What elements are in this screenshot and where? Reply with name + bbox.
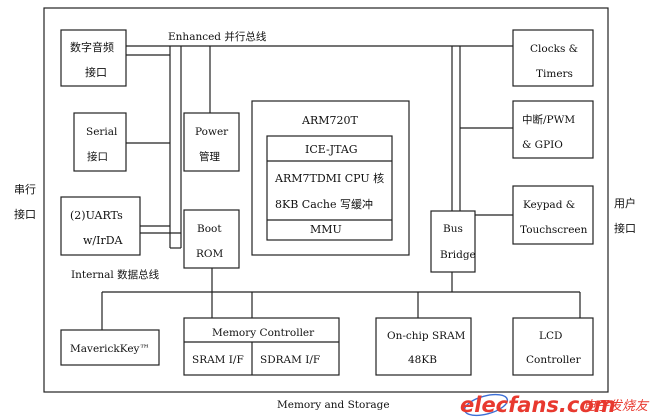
bus-bridge-block: Bus Bridge	[430, 210, 476, 273]
elecfans-watermark: elecfans.com 电子发烧友	[460, 393, 650, 417]
digital-audio-label-1: 数字音频	[70, 40, 114, 54]
serial-block: Serial 接口	[73, 112, 127, 172]
ice-jtag-label: ICE-JTAG	[305, 143, 358, 156]
power-label-2: 管理	[199, 150, 220, 163]
mmu-label: MMU	[310, 223, 342, 236]
lcd-label-2: Controller	[526, 354, 582, 366]
lcd-controller-block: LCD Controller	[512, 317, 594, 376]
serial-label-1: Serial	[86, 126, 118, 138]
bus-bridge-label-2: Bridge	[440, 249, 476, 261]
clocks-label-2: Timers	[536, 68, 573, 80]
digital-audio-block: 数字音频 接口	[60, 29, 127, 87]
arm720t-label: ARM720T	[301, 114, 358, 127]
user-port-label-2: 接口	[614, 222, 636, 235]
serial-port-label-2: 接口	[14, 208, 36, 221]
internal-bus-label: Internal 数据总线	[71, 268, 160, 281]
maverick-key-block: MaverickKey™	[60, 329, 160, 366]
interrupt-label-1: 中断/PWM	[522, 113, 575, 126]
interrupt-pwm-block: 中断/PWM & GPIO	[512, 100, 594, 159]
watermark-cn: 电子发烧友	[583, 399, 650, 414]
arm7tdmi-label: ARM7TDMI CPU 核	[274, 171, 384, 185]
onchip-sram-block: On-chip SRAM 48KB	[375, 317, 472, 376]
sram-if-label: SRAM I/F	[192, 354, 244, 366]
sdram-if-label: SDRAM I/F	[260, 354, 320, 366]
boot-rom-label-1: Boot	[197, 223, 222, 235]
lcd-label-1: LCD	[539, 330, 562, 342]
bus-bridge-label-1: Bus	[443, 223, 463, 235]
clocks-timers-block: Clocks & Timers	[512, 29, 594, 87]
cache-label: 8KB Cache 写缓冲	[275, 197, 373, 211]
boot-rom-block: Boot ROM	[183, 209, 240, 269]
digital-audio-label-2: 接口	[85, 66, 107, 79]
keypad-block: Keypad & Touchscreen	[512, 185, 594, 245]
power-label-1: Power	[195, 126, 229, 138]
power-block: Power 管理	[183, 112, 240, 172]
keypad-label-1: Keypad &	[523, 199, 575, 211]
uarts-block: (2)UARTs w/IrDA	[60, 196, 141, 256]
memory-storage-label: Memory and Storage	[277, 399, 390, 411]
user-port-label-1: 用户	[614, 196, 636, 210]
uarts-label-2: w/IrDA	[83, 234, 124, 247]
enhanced-bus-label: Enhanced 并行总线	[168, 30, 267, 43]
memory-controller-label: Memory Controller	[212, 327, 315, 339]
keypad-label-2: Touchscreen	[520, 224, 588, 236]
onchip-sram-label-1: On-chip SRAM	[387, 330, 466, 342]
serial-port-label-1: 串行	[14, 183, 36, 196]
onchip-sram-label-2: 48KB	[408, 354, 437, 366]
serial-label-2: 接口	[87, 150, 108, 163]
maverick-key-label: MaverickKey™	[70, 343, 150, 355]
boot-rom-label-2: ROM	[196, 248, 224, 260]
bus-lines	[101, 45, 581, 330]
clocks-label-1: Clocks &	[530, 43, 578, 55]
memory-controller-block: Memory Controller SRAM I/F SDRAM I/F	[183, 317, 340, 376]
watermark-site: elecfans.com	[460, 393, 616, 417]
chip-boundary	[43, 7, 609, 393]
uarts-label-1: (2)UARTs	[70, 209, 123, 222]
interrupt-label-2: & GPIO	[522, 139, 563, 151]
arm720t-block: ARM720T ICE-JTAG ARM7TDMI CPU 核 8KB Cach…	[251, 100, 410, 256]
